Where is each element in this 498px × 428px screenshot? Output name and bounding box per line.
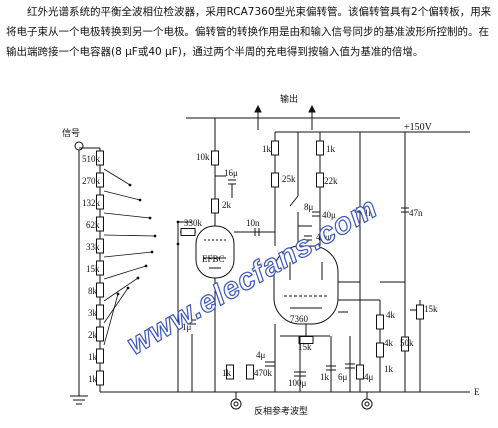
r-1k-e-label: 1k (384, 364, 394, 374)
r-4k-label: 4k (386, 310, 396, 320)
reference-label: 反相参考波型 (254, 405, 308, 417)
r-25k-label: 25k (282, 174, 296, 184)
c-4u-b-label: 4μ (364, 372, 374, 382)
c-10n-label: 10n (246, 218, 260, 228)
output-label: 输出 (280, 93, 298, 105)
r-1k-d-label: 1k (320, 372, 330, 382)
tube-efbc (195, 225, 235, 279)
c-16u-label: 16μ (224, 168, 238, 178)
ladder-r8: 3k (88, 308, 98, 318)
ladder-r11: 1k (88, 374, 98, 384)
r-1k-c-label: 1k (222, 368, 232, 378)
c-40u-label: 40μ (322, 210, 336, 220)
ladder-r2: 270k (82, 176, 101, 186)
description-text: 红外光谱系统的平衡全波相位检波器，采用RCA7360型光束偏转管。该偏转管具有2… (6, 6, 492, 58)
r-1k-b-label: 1k (326, 144, 336, 154)
ladder-r10: 1k (88, 352, 98, 362)
c-1u-a-label: 1μ (182, 322, 192, 332)
c-47n-label: 47n (409, 208, 423, 218)
ladder-r5: 33k (86, 242, 100, 252)
r-2k-label: 2k (222, 200, 232, 210)
r-330k-label: 330k (184, 218, 203, 228)
c-8u-label: 8μ (304, 202, 314, 212)
tube-7360 (273, 245, 339, 325)
c-1m-label: 1m (364, 208, 376, 218)
c-4u-label: 4μ (256, 350, 266, 360)
ladder-r9: 2k (88, 330, 98, 340)
ground-e-label: E (474, 387, 480, 397)
c-40u-b-label: 40μ (316, 232, 330, 242)
supply-label: +150V (404, 122, 433, 133)
signal-label: 信号 (62, 127, 80, 139)
ladder-r1: 510k (82, 154, 101, 164)
ladder-r4: 62k (86, 220, 100, 230)
r-15k-right-label: 15k (424, 304, 438, 314)
r-50k-label: 50k (400, 338, 414, 348)
r-22k-label: 22k (324, 176, 338, 186)
tube-7360-label: 7360 (290, 314, 309, 324)
ladder-r3: 132k (82, 198, 101, 208)
r-1k-a-label: 1k (262, 144, 272, 154)
ladder-r6: 15k (86, 264, 100, 274)
r-470k-label: 470k (254, 368, 273, 378)
r-15k-bot-label: 15k (298, 342, 312, 352)
ladder-r7: 8k (88, 286, 98, 296)
r-4k-b-label: 4k (384, 338, 394, 348)
c-100u-label: 100μ (288, 378, 307, 388)
tube-efbc-label: EFBC (202, 254, 225, 264)
r-10k-label: 10k (196, 152, 210, 162)
c-6u-label: 6μ (338, 372, 348, 382)
